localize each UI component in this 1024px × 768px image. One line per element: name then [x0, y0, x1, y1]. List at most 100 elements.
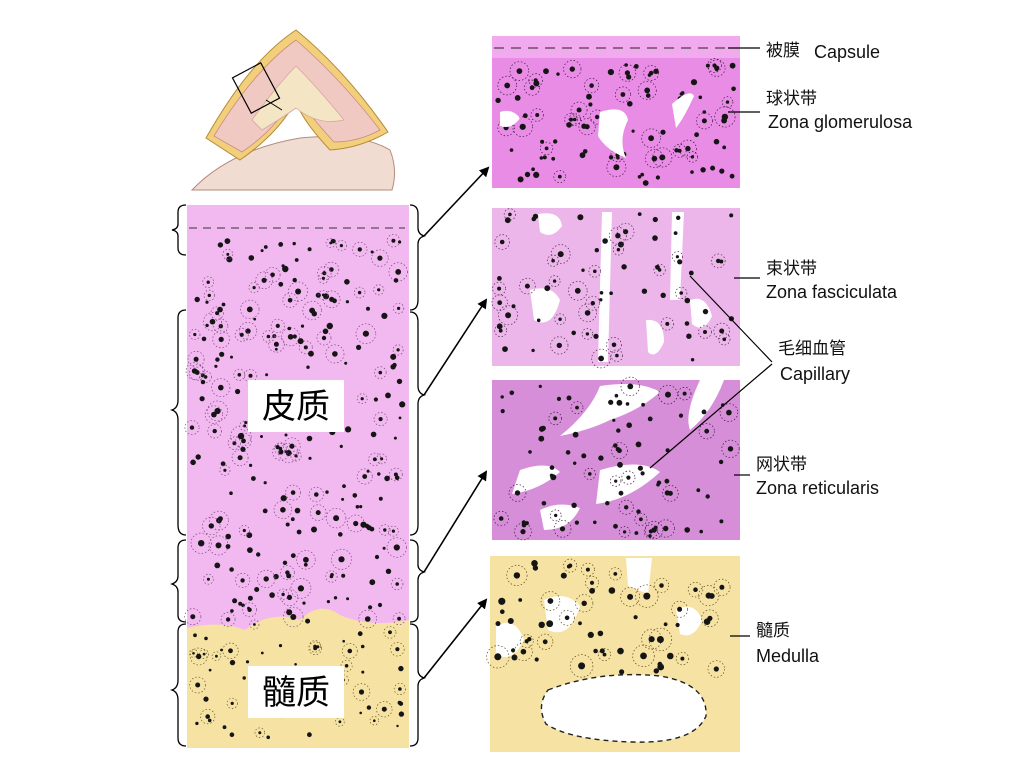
cell-outline [242, 602, 257, 618]
cell-nucleus [230, 355, 233, 359]
cell-nucleus [190, 614, 196, 620]
cell-nucleus [556, 342, 562, 349]
cell-outline [184, 608, 202, 626]
cell-nucleus [504, 217, 511, 224]
cell-outline [393, 302, 405, 314]
leader-capillary-upper [689, 275, 773, 363]
cell-outline [379, 524, 391, 536]
reticularis-cells [493, 376, 740, 541]
cell-outline [238, 525, 250, 536]
cell-nucleus [607, 69, 615, 76]
cell-nucleus [585, 567, 590, 572]
label-capillary-cn: 毛细血管 [778, 339, 846, 359]
cell-outline [514, 642, 533, 662]
cell-outline [498, 305, 519, 326]
cell-outline [653, 263, 666, 276]
cell-outline [486, 645, 510, 669]
cell-outline [616, 222, 635, 241]
cell-outline [714, 106, 736, 128]
cell-nucleus [614, 479, 618, 483]
cell-nucleus [532, 213, 539, 220]
cell-nucleus [690, 79, 698, 86]
medulla-big-label: 髓质 [248, 666, 344, 718]
cell-nucleus [538, 384, 542, 388]
cell-nucleus [290, 490, 296, 495]
cell-nucleus [725, 100, 730, 104]
cell-nucleus [511, 304, 516, 309]
cell-nucleus [554, 513, 558, 518]
cell-nucleus [498, 328, 503, 333]
cell-outline [249, 619, 260, 630]
cell-outline [563, 60, 582, 79]
cell-outline [356, 468, 373, 485]
cell-nucleus [254, 587, 260, 592]
fasciculata-capillary-d [530, 288, 560, 323]
cell-nucleus [373, 397, 378, 402]
cell-nucleus [355, 505, 360, 509]
cell-nucleus [360, 521, 367, 528]
cell-nucleus [559, 526, 566, 532]
cell-nucleus [366, 525, 372, 531]
cell-nucleus [347, 648, 353, 654]
label-capsule: 被膜 Capsule [766, 41, 880, 62]
cell-outline [547, 254, 560, 267]
cell-outline [376, 701, 393, 718]
cell-nucleus [194, 369, 198, 373]
cell-nucleus [207, 718, 212, 723]
cell-nucleus [393, 544, 400, 551]
cell-outline [660, 317, 674, 331]
cell-nucleus [398, 240, 402, 244]
cell-nucleus [675, 255, 680, 259]
reticularis-capillary-b [688, 380, 724, 430]
cell-nucleus [346, 597, 350, 601]
cell-nucleus [685, 145, 691, 152]
cell-nucleus [693, 587, 698, 592]
cell-outline [581, 328, 594, 340]
cell-outline [335, 717, 345, 727]
zoom-box [231, 62, 281, 114]
cell-nucleus [572, 117, 577, 122]
cell-nucleus [368, 605, 373, 610]
label-medulla-en: Medulla [756, 646, 820, 666]
cell-nucleus [611, 342, 617, 348]
cell-nucleus [360, 644, 365, 649]
cell-nucleus [572, 431, 579, 438]
cell-outline [204, 405, 224, 424]
cell-nucleus [370, 250, 374, 254]
cell-nucleus [552, 279, 557, 283]
cell-nucleus [684, 527, 690, 533]
cell-nucleus [496, 323, 503, 330]
cell-nucleus [729, 173, 735, 179]
cell-nucleus [546, 620, 554, 628]
cell-nucleus [332, 351, 338, 357]
cell-nucleus [237, 432, 245, 440]
cell-nucleus [564, 615, 570, 621]
cell-nucleus [338, 556, 345, 563]
cell-outline [618, 526, 631, 538]
right-brace-lower [409, 539, 427, 623]
panel-fasciculata [491, 208, 740, 369]
label-medulla-cn: 髓质 [756, 621, 790, 641]
cell-nucleus [578, 662, 586, 670]
cell-nucleus [242, 676, 246, 680]
cell-nucleus [297, 585, 304, 592]
cell-outline [530, 108, 544, 122]
cell-nucleus [273, 341, 279, 347]
cell-nucleus [524, 171, 531, 178]
glomerulosa-capillary-a [500, 110, 520, 127]
cell-outline [606, 337, 622, 353]
cell-nucleus [585, 332, 590, 336]
cell-outline [585, 295, 601, 311]
cell-nucleus [212, 428, 217, 434]
cell-nucleus [237, 455, 243, 461]
cell-outline [598, 648, 611, 662]
cell-nucleus [248, 255, 255, 261]
cell-outline [340, 659, 353, 672]
cell-nucleus [627, 593, 634, 600]
cell-nucleus [230, 701, 234, 706]
cell-nucleus [305, 618, 311, 624]
cell-nucleus [353, 520, 359, 527]
cell-nucleus [539, 156, 543, 160]
cell-nucleus [644, 87, 651, 94]
